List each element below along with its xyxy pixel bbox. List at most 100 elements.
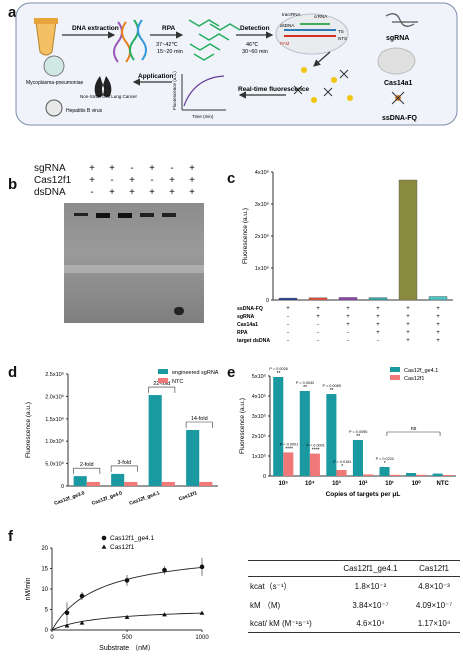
row-mark: + [346,306,350,312]
step-dna-extraction: DNA extraction [72,25,119,32]
row-mark: - [287,330,289,336]
svg-text:TS: TS [338,29,344,34]
legend-swatch [158,378,168,383]
y-tick-label: 0 [61,484,64,490]
significance-stars: **** [312,448,320,454]
annotation-bracket [148,386,176,394]
x-tick-label: 1000 [195,635,209,641]
bar [161,481,175,486]
legend-swatch [390,367,400,372]
row-mark: + [316,306,320,312]
y-tick-label: 0 [263,474,266,480]
data-point [162,567,167,573]
p-value: P = 0.0089 [322,384,340,388]
bar [299,391,310,476]
significance-stars: * [384,461,386,467]
annotation-bracket [185,421,213,428]
legend-label: Cas12f1 [404,376,425,382]
step-application: Application [138,73,173,80]
gel-mark: + [129,175,135,186]
ns-label: ns [411,426,417,432]
y-tick-label: 1.0x10⁶ [45,438,64,445]
table-header-cell: Cas12f1_ge4.1 [343,564,398,573]
x-tick-label: 10³ [332,480,341,487]
y-tick-label: 2x10⁵ [252,433,266,440]
bar [338,297,358,301]
step-rpa: RPA [162,25,176,32]
data-point [199,610,205,615]
legend-label: NTC [172,379,183,385]
y-axis-label: Fluorescence (a.u.) [239,398,246,454]
x-axis-label: Copies of targets per μL [326,491,401,498]
p-value: P < 0.0001 [280,442,298,446]
gel-mark: + [169,187,175,198]
significance-stars: ** [277,371,281,377]
data-point [79,593,85,599]
x-tick-label: 10¹ [385,480,394,487]
y-tick-label: 10 [41,587,48,593]
p-value: P = 0.0181 [333,460,351,464]
y-tick-label: 5 [45,608,49,614]
row-mark: + [406,322,410,328]
lungs-icon [94,76,112,97]
row-label: target dsDNA [237,338,270,344]
row-mark: - [347,338,349,344]
y-axis-label: nM/min [25,577,32,600]
bar [124,481,138,486]
x-tick-label: Cas12f_ge4.1 [128,490,160,507]
y-tick-label: 2.0x10⁶ [45,393,64,400]
legend-label: Cas12f_ge4.1 [404,368,438,374]
row-label: ssDNA-FQ [237,306,263,312]
legend-label: Cas12f1_ge4.1 [110,535,154,542]
bar [308,297,328,301]
y-tick-label: 20 [41,546,48,552]
y-tick-label: 5x10⁵ [252,373,266,380]
bar [442,475,453,476]
bar [368,297,388,301]
row-mark: + [436,322,440,328]
row-mark: - [347,330,349,336]
bar [326,394,337,476]
panel-b-label: b [8,176,18,193]
bar [186,430,200,486]
ns-bracket [386,431,441,436]
row-mark: - [287,322,289,328]
gel-mark: + [169,175,175,186]
row-mark: + [376,314,380,320]
reporter-icons [293,67,353,103]
y-tick-label: 3x10⁶ [255,201,269,208]
table-cell: 1.8×10⁻² [354,582,387,591]
gel-mark: + [109,187,115,198]
panel-c-label: c [227,170,236,187]
svg-text:tracrRNA: tracrRNA [282,12,301,17]
y-tick-label: 5.0x10⁶ [45,461,64,468]
gel-mark: - [110,175,114,186]
legend-label: Cas12f1 [110,544,135,551]
row-mark: - [377,338,379,344]
svg-text:Non-Small Cell Lung Cancer: Non-Small Cell Lung Cancer [80,94,138,99]
bar [86,481,100,486]
bar [398,179,418,301]
svg-text:dsDNA: dsDNA [280,23,294,28]
row-mark: + [406,338,410,344]
table-cell: 3.84×10⁻⁷ [352,601,389,610]
legend-ssdna-fq: ssDNA-FQ [382,115,418,122]
bar [283,452,294,476]
row-mark: - [317,322,319,328]
bar [148,395,162,486]
bar [278,297,298,301]
svg-text:15~20 min: 15~20 min [157,49,183,55]
row-label: RPA [237,330,248,336]
row-mark: - [287,338,289,344]
svg-text:Hepatitis B virus: Hepatitis B virus [66,108,103,114]
p-value: P = 0.0222 [376,457,394,461]
table-cell: 1.17×10⁴ [417,619,451,628]
data-point [162,612,167,617]
legend-marker [101,544,107,549]
bar [199,481,213,486]
gel-mark: + [89,175,95,186]
p-value: P = 0.0042 [296,381,314,385]
y-tick-label: 2.5x10⁶ [45,371,64,378]
